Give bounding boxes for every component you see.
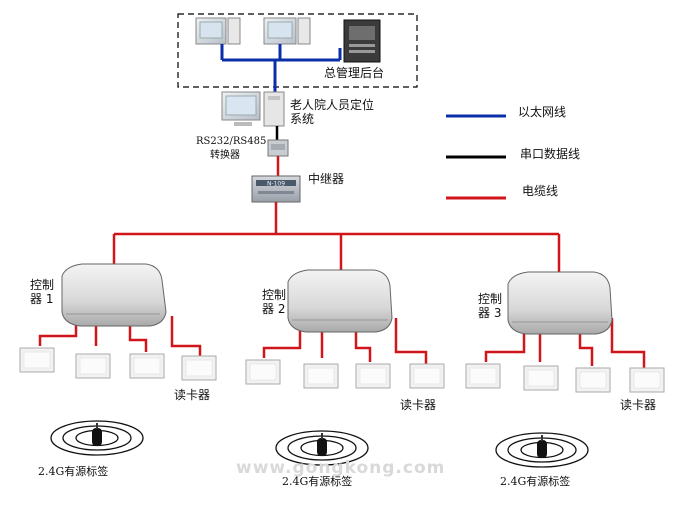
reader-label-2: 读卡器 <box>400 398 437 412</box>
reader-label-1: 读卡器 <box>174 388 211 402</box>
reader-icon-3b <box>523 365 559 391</box>
active-tag-icon-3 <box>495 432 589 468</box>
controller-3-label-1: 控制 <box>478 292 503 306</box>
controller-2-icon <box>287 269 393 333</box>
tag-label-1: 2.4G有源标签 <box>38 465 109 478</box>
reader-icon-2c <box>355 363 391 389</box>
locator-system-label-2: 系统 <box>290 112 315 126</box>
reader-icon-2b <box>303 363 339 389</box>
backend-frame <box>177 13 418 88</box>
reader-icon-2d <box>409 363 445 389</box>
reader-icon-1a <box>19 347 55 373</box>
controller-1-label-2: 器 1 <box>30 292 54 306</box>
repeater-device-text: N-109 <box>267 181 285 188</box>
repeater-icon <box>251 175 301 203</box>
reader-icon-3a <box>465 363 501 389</box>
legend-cable-label: 电缆线 <box>522 184 559 198</box>
locator-pc-icon <box>221 91 285 127</box>
converter-label-1: RS232/RS485 <box>196 136 267 147</box>
controller-3-icon <box>507 271 613 335</box>
legend-serial-label: 串口数据线 <box>520 147 581 161</box>
backend-rack-icon <box>343 19 381 63</box>
reader-icon-3d <box>629 367 665 393</box>
controller-1-label-1: 控制 <box>30 278 55 292</box>
reader-icon-1c <box>129 353 165 379</box>
converter-icon <box>267 139 289 157</box>
legend-ethernet-label: 以太网线 <box>518 105 567 119</box>
tag-label-3: 2.4G有源标签 <box>500 475 571 488</box>
backend-server-icon <box>263 17 311 45</box>
tag-label-2: 2.4G有源标签 <box>282 475 353 488</box>
reader-icon-2a <box>245 359 281 385</box>
reader-icon-1b <box>75 353 111 379</box>
reader-icon-1d <box>181 355 217 381</box>
locator-system-label-1: 老人院人员定位 <box>290 98 375 112</box>
controller-2-label-1: 控制 <box>262 288 287 302</box>
active-tag-icon-1 <box>50 420 144 456</box>
watermark: www.gongkong.com <box>236 458 446 478</box>
controller-2-label-2: 器 2 <box>262 302 286 316</box>
backend-label: 总管理后台 <box>324 66 385 80</box>
reader-icon-3c <box>575 367 611 393</box>
controller-3-label-2: 器 3 <box>478 306 502 320</box>
controller-1-icon <box>61 263 167 327</box>
cable-lines <box>38 202 646 368</box>
ethernet-lines <box>220 44 342 94</box>
reader-label-3: 读卡器 <box>620 398 657 412</box>
backend-pc-icon <box>195 17 241 45</box>
repeater-label: 中继器 <box>308 172 345 186</box>
converter-label-2: 转换器 <box>210 150 240 161</box>
